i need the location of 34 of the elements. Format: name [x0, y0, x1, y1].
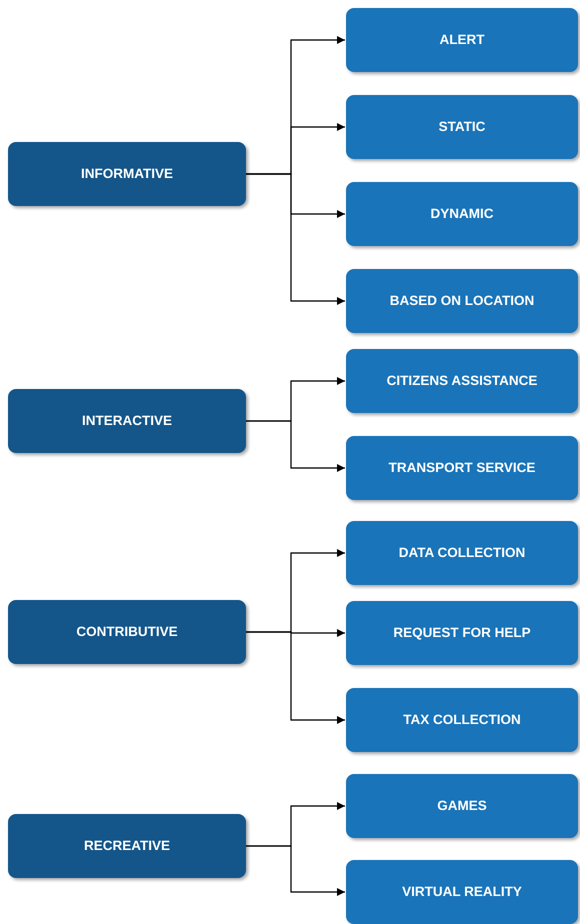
node-label: CITIZENS ASSISTANCE	[386, 372, 538, 390]
category-box	[8, 389, 246, 453]
subcategory-box	[346, 349, 578, 413]
subcategory-box	[346, 860, 578, 924]
node-label: DATA COLLECTION	[398, 544, 526, 562]
subcategory-box	[346, 774, 578, 838]
node-label: VIRTUAL REALITY	[402, 884, 522, 900]
subcategory-box	[346, 182, 578, 246]
category-box	[8, 600, 246, 664]
subcategory-box	[346, 688, 578, 752]
node-label: REQUEST FOR HELP	[393, 624, 531, 642]
node-label: TAX COLLECTION	[403, 712, 521, 728]
subcategory-box	[346, 8, 578, 72]
connector-arrow	[246, 173, 345, 305]
node-label: STATIC	[438, 118, 486, 136]
node-label: TRANSPORT SERVICE	[388, 460, 536, 476]
node-label: DYNAMIC	[430, 206, 494, 222]
subcategory-box	[346, 601, 578, 665]
node-label: INFORMATIVE	[81, 166, 173, 182]
category-box	[8, 814, 246, 878]
node-label: RECREATIVE	[84, 838, 170, 854]
node-label: ALERT	[440, 32, 484, 48]
category-box	[8, 142, 246, 206]
subcategory-box	[346, 269, 578, 333]
node-label: BASED ON LOCATION	[390, 292, 534, 310]
subcategory-box	[346, 95, 578, 159]
connector-arrow	[246, 631, 345, 724]
connector-arrow	[246, 845, 345, 896]
node-label: GAMES	[437, 798, 487, 814]
node-label: CONTRIBUTIVE	[76, 624, 178, 640]
node-label: INTERACTIVE	[82, 412, 172, 430]
connector-arrow	[246, 420, 345, 472]
subcategory-box	[346, 436, 578, 500]
subcategory-box	[346, 521, 578, 585]
